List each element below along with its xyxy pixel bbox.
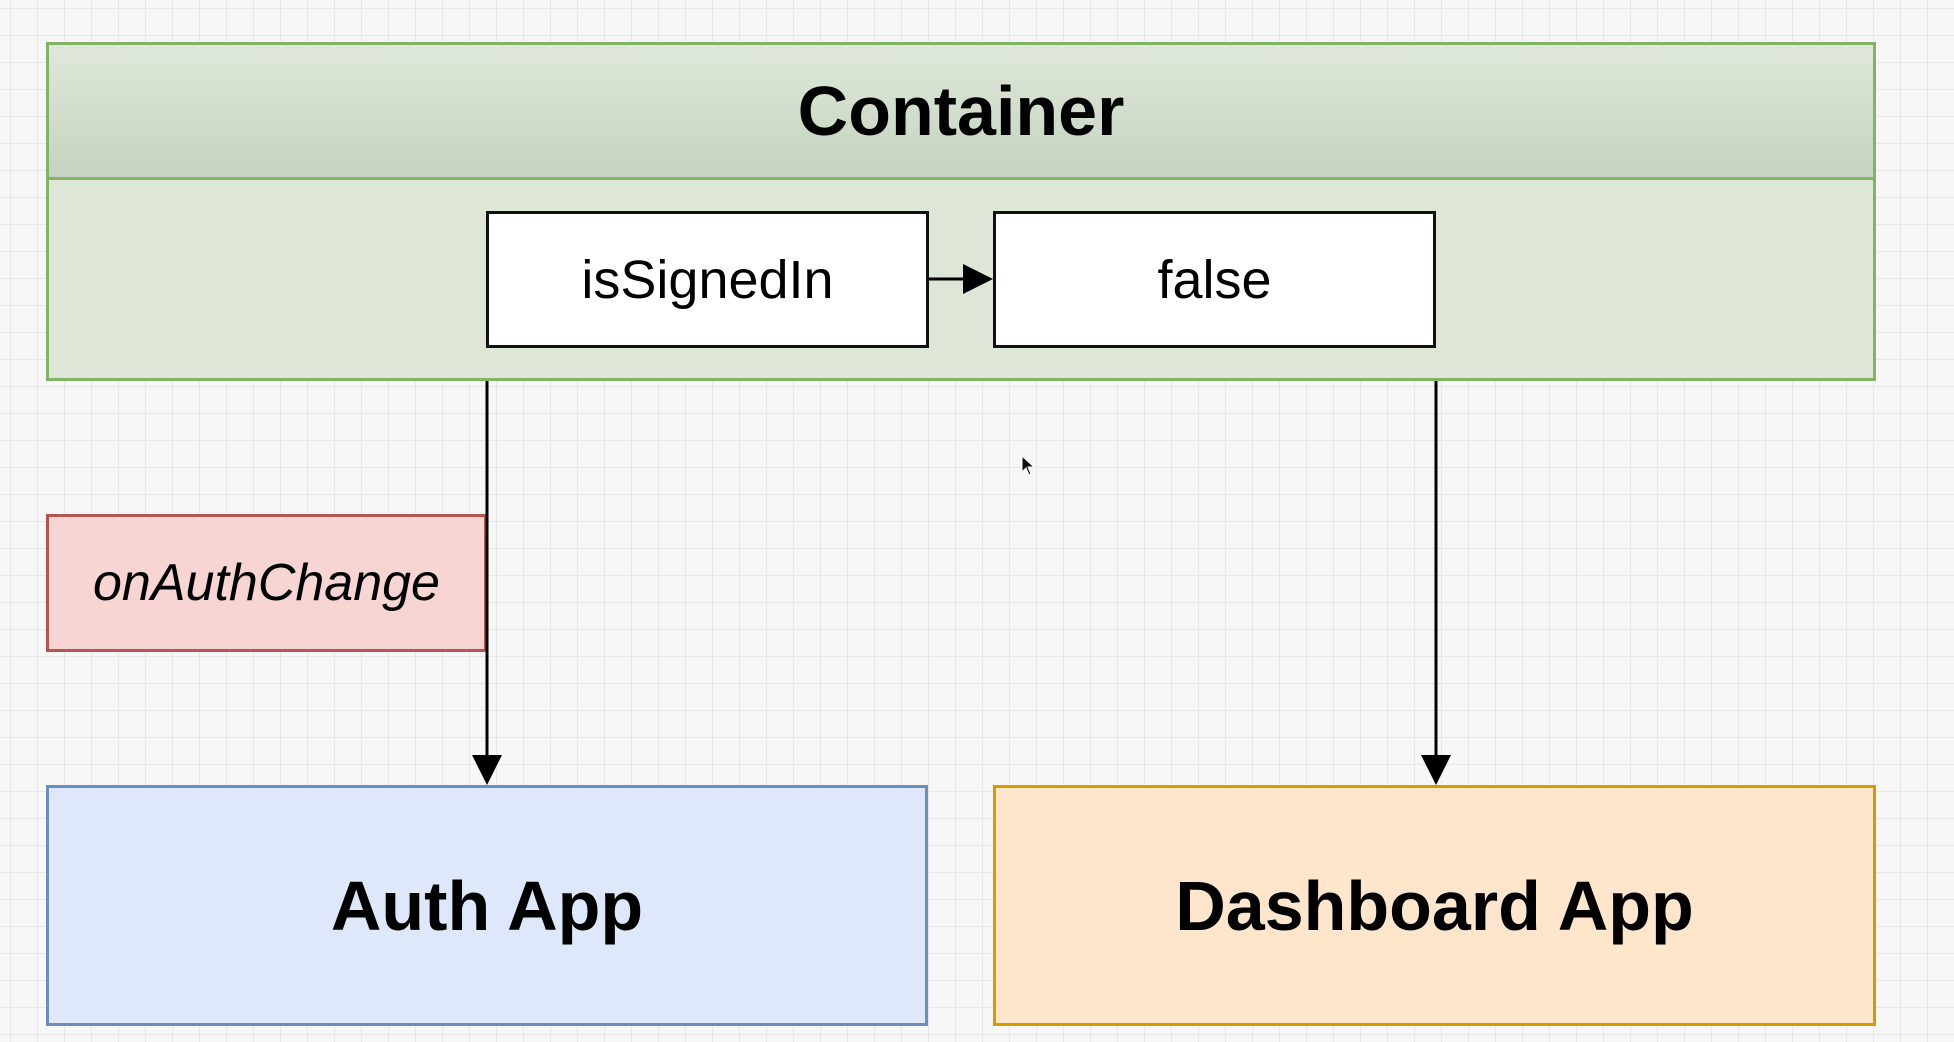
auth-app-box: Auth App [46, 785, 928, 1026]
mouse-pointer-icon [1021, 455, 1036, 476]
state-value-box: false [993, 211, 1436, 348]
callback-box: onAuthChange [46, 514, 487, 652]
container-title: Container [49, 45, 1873, 180]
state-key-box: isSignedIn [486, 211, 929, 348]
container-box: Container [46, 42, 1876, 381]
dashboard-app-box: Dashboard App [993, 785, 1876, 1026]
